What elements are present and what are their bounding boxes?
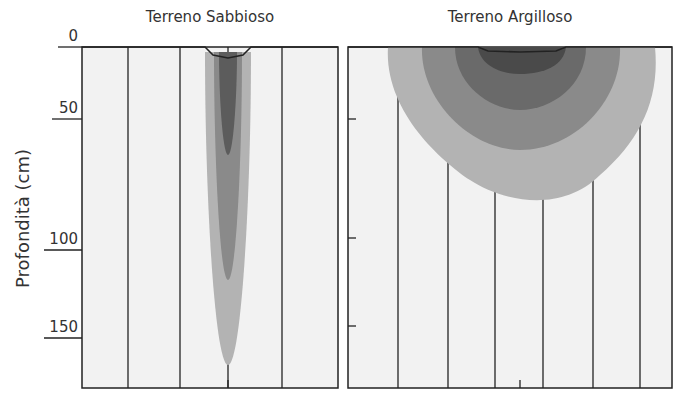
depth-value: 150 — [49, 318, 78, 336]
soil-panel: Terreno Argilloso — [348, 0, 672, 388]
soil-panel: Terreno Sabbioso — [82, 0, 338, 388]
soil-panel — [82, 47, 338, 388]
axis-title: Profondità (cm) — [12, 148, 33, 287]
soil-surface — [82, 47, 672, 58]
water-plume-clay — [388, 47, 656, 200]
panel-heading: Terreno Argilloso — [348, 8, 672, 26]
grid-lines — [128, 47, 640, 388]
depth-value: 0 — [68, 27, 78, 45]
depth-value: 50 — [59, 99, 78, 117]
water-plume-sand — [205, 52, 251, 365]
panel-heading: Terreno Sabbioso — [82, 8, 338, 26]
soil-panel — [348, 47, 672, 388]
depth-value: 100 — [49, 230, 78, 248]
depth-ticks — [44, 47, 520, 388]
